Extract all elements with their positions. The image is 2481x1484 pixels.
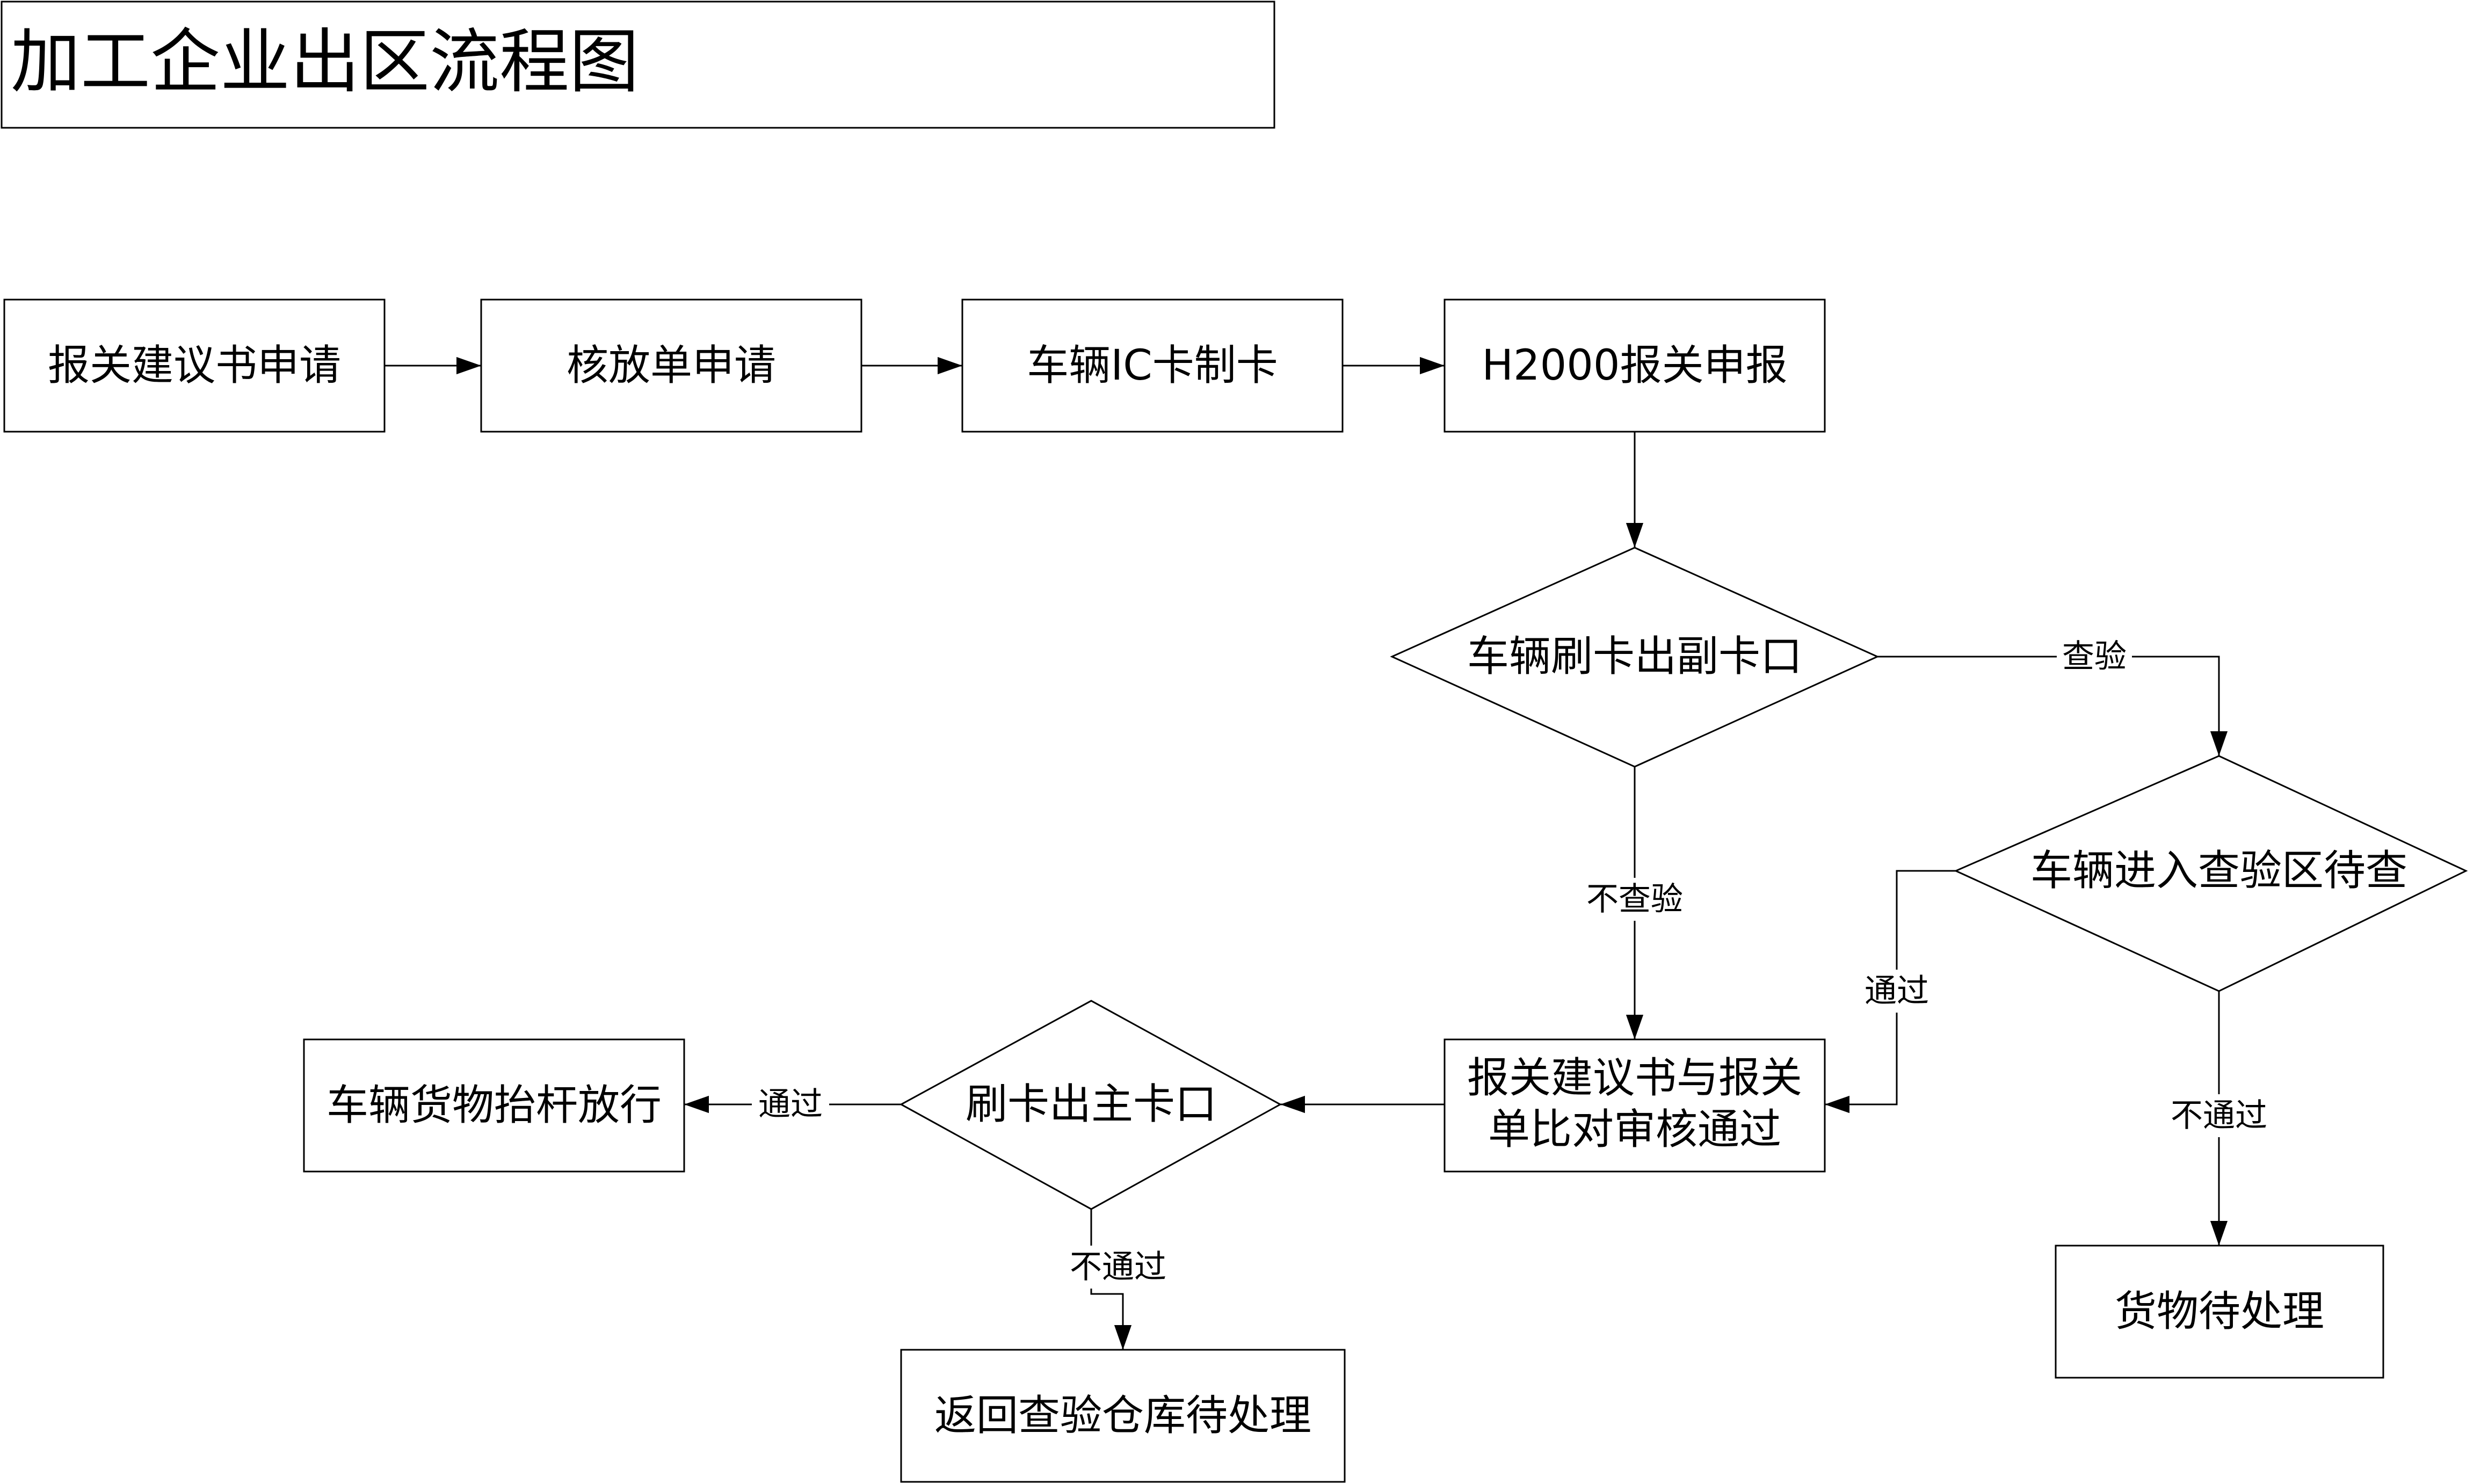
node-label: 核放单申请 — [567, 341, 776, 390]
node-label-line2: 单比对审核通过 — [1488, 1105, 1781, 1154]
edge-label-inspect: 查验 — [2057, 635, 2132, 678]
edge-label-pass-exit: 通过 — [752, 1083, 829, 1126]
node-label: 车辆进入查验区待查 — [2030, 847, 2407, 895]
node-label: 车辆刷卡出副卡口 — [1467, 632, 1802, 681]
page-title: 加工企业出区流程图 — [11, 21, 639, 103]
svg-text:查验: 查验 — [2062, 638, 2127, 675]
node-label-line1: 报关建议书与报关 — [1467, 1054, 1802, 1102]
node-vehicle-ic-card: 车辆IC卡制卡 — [961, 299, 1344, 433]
svg-text:不通过: 不通过 — [2171, 1097, 2267, 1134]
node-label: 货物待处理 — [2115, 1287, 2324, 1336]
node-h2000-declaration: H2000报关申报 — [1443, 299, 1826, 433]
node-label: 刷卡出主卡口 — [966, 1080, 1217, 1129]
edge-label-no-inspect: 不查验 — [1579, 878, 1691, 921]
decision-secondary-gate: 车辆刷卡出副卡口 — [1390, 547, 1880, 768]
node-label: H2000报关申报 — [1482, 341, 1787, 390]
edge-d1-inspect — [1877, 656, 2228, 756]
edge-label-fail-exit: 不通过 — [1062, 1246, 1174, 1289]
node-goods-pending: 货物待处理 — [2055, 1245, 2384, 1379]
node-review-passed: 报关建议书与报关 单比对审核通过 — [1443, 1038, 1826, 1173]
svg-text:不通过: 不通过 — [1070, 1248, 1166, 1286]
node-customs-proposal-application: 报关建议书申请 — [3, 299, 386, 433]
svg-text:通过: 通过 — [1865, 972, 1929, 1010]
decision-inspection-area: 车辆进入查验区待查 — [1954, 755, 2468, 992]
svg-text:不查验: 不查验 — [1586, 881, 1683, 918]
decision-main-gate: 刷卡出主卡口 — [899, 1000, 1282, 1210]
node-label: 车辆IC卡制卡 — [1027, 341, 1278, 390]
node-release-form-application: 核放单申请 — [480, 299, 862, 433]
node-label: 车辆货物抬杆放行 — [327, 1081, 662, 1130]
svg-text:通过: 通过 — [758, 1086, 823, 1123]
edge-label-fail-review: 不通过 — [2163, 1094, 2275, 1137]
node-return-warehouse: 返回查验仓库待处理 — [900, 1349, 1346, 1483]
node-label: 返回查验仓库待处理 — [934, 1392, 1311, 1440]
node-vehicle-release: 车辆货物抬杆放行 — [303, 1038, 685, 1173]
title-box: 加工企业出区流程图 — [1, 1, 1275, 129]
node-label: 报关建议书申请 — [48, 341, 341, 390]
edge-label-pass-review: 通过 — [1858, 970, 1935, 1013]
